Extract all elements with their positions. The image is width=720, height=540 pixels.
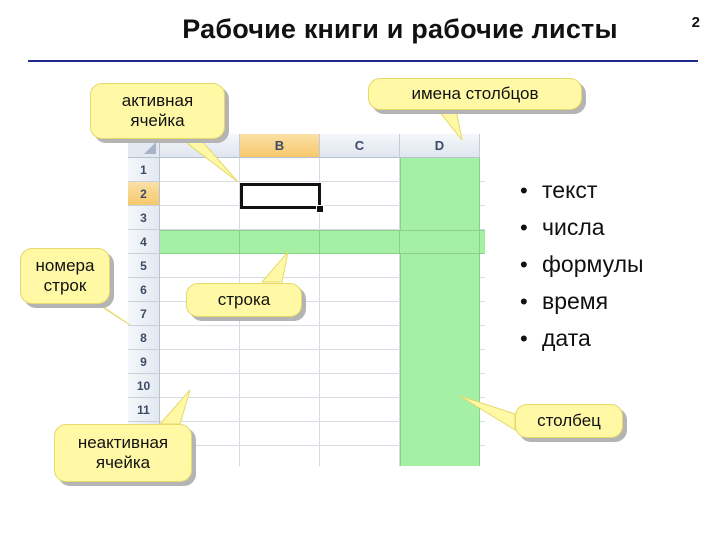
pointer-active-cell [181, 139, 239, 183]
data-type-item: формулы [520, 246, 644, 283]
column-header-c[interactable]: C [320, 134, 400, 158]
page-number: 2 [691, 14, 700, 31]
callout-row-numbers: номера строк [20, 248, 110, 304]
title-divider [28, 60, 698, 62]
highlighted-row-gridlines [160, 230, 485, 254]
data-type-item: числа [520, 209, 644, 246]
select-all-icon [144, 142, 156, 154]
row-header-3[interactable]: 3 [128, 206, 160, 230]
pointer-column-names [436, 109, 463, 141]
callout-inactive-cell: неактивная ячейка [54, 424, 192, 482]
row-header-2[interactable]: 2 [128, 182, 160, 206]
column-header-d[interactable]: D [400, 134, 480, 158]
callout-active-cell: активная ячейка [90, 83, 225, 139]
row-header-10[interactable]: 10 [128, 374, 160, 398]
column-header-b[interactable]: B [240, 134, 320, 158]
row-header-8[interactable]: 8 [128, 326, 160, 350]
pointer-column [459, 395, 516, 431]
active-cell[interactable] [240, 183, 321, 209]
row-header-11[interactable]: 11 [128, 398, 160, 422]
callout-row: строка [186, 283, 302, 317]
highlighted-column [400, 158, 480, 466]
spreadsheet-grid: BCD 12345678910111213 [128, 134, 485, 466]
pointer-row [260, 250, 289, 283]
row-header-5[interactable]: 5 [128, 254, 160, 278]
pointer-inactive-cell [158, 389, 191, 425]
data-type-item: время [520, 283, 644, 320]
data-type-item: дата [520, 320, 644, 357]
callout-column-names: имена столбцов [368, 78, 582, 110]
fill-handle[interactable] [316, 205, 324, 213]
slide-title: Рабочие книги и рабочие листы [182, 14, 618, 44]
data-type-item: текст [520, 172, 644, 209]
row-header-4[interactable]: 4 [128, 230, 160, 254]
data-types-list: текстчислаформулывремядата [520, 172, 644, 357]
row-header-7[interactable]: 7 [128, 302, 160, 326]
row-header-6[interactable]: 6 [128, 278, 160, 302]
row-header-9[interactable]: 9 [128, 350, 160, 374]
row-header-1[interactable]: 1 [128, 158, 160, 182]
callout-column: столбец [515, 404, 623, 438]
